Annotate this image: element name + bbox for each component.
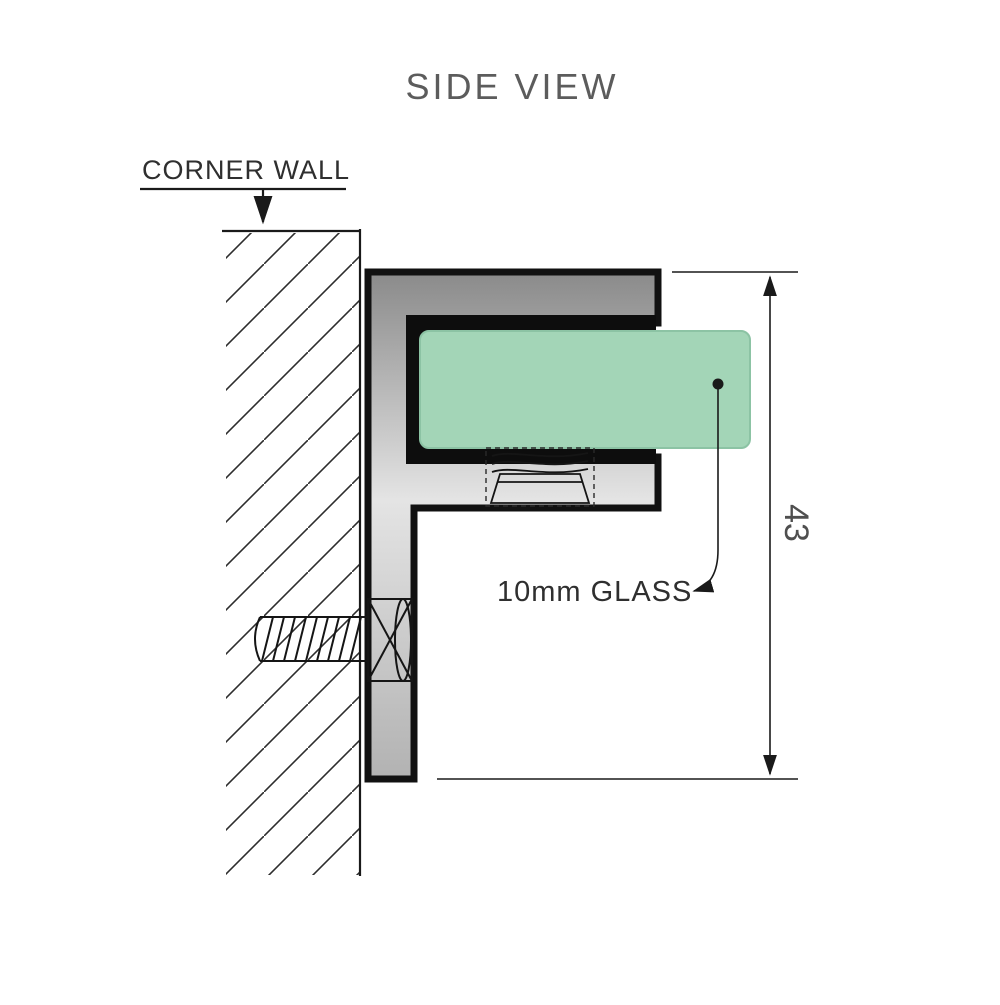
screw-threads — [261, 616, 362, 662]
dimension-43: 43 — [437, 271, 815, 780]
glass-callout: 10mm GLASS — [497, 378, 724, 608]
leader-dot — [712, 378, 724, 390]
corner-wall-callout: CORNER WALL — [140, 155, 350, 225]
screw-head — [367, 598, 413, 682]
wall — [222, 229, 362, 876]
screw-tip — [254, 616, 261, 662]
grub-screw — [485, 447, 595, 507]
glass-leader-line — [692, 389, 719, 593]
grub-thread-line-1 — [491, 452, 589, 458]
grub-thread-line-3 — [491, 468, 589, 474]
glass-panel — [419, 330, 751, 449]
diagram-title: SIDE VIEW — [405, 66, 618, 107]
corner-wall-label: CORNER WALL — [142, 155, 350, 185]
wall-hatching — [226, 233, 360, 875]
grub-hidden-outline — [485, 447, 595, 507]
fixing-screw — [254, 598, 413, 682]
dimension-value: 43 — [777, 504, 815, 542]
glass-label: 10mm GLASS — [497, 576, 692, 608]
grub-pad-body — [489, 473, 591, 504]
grub-thread-line-2 — [491, 460, 589, 466]
